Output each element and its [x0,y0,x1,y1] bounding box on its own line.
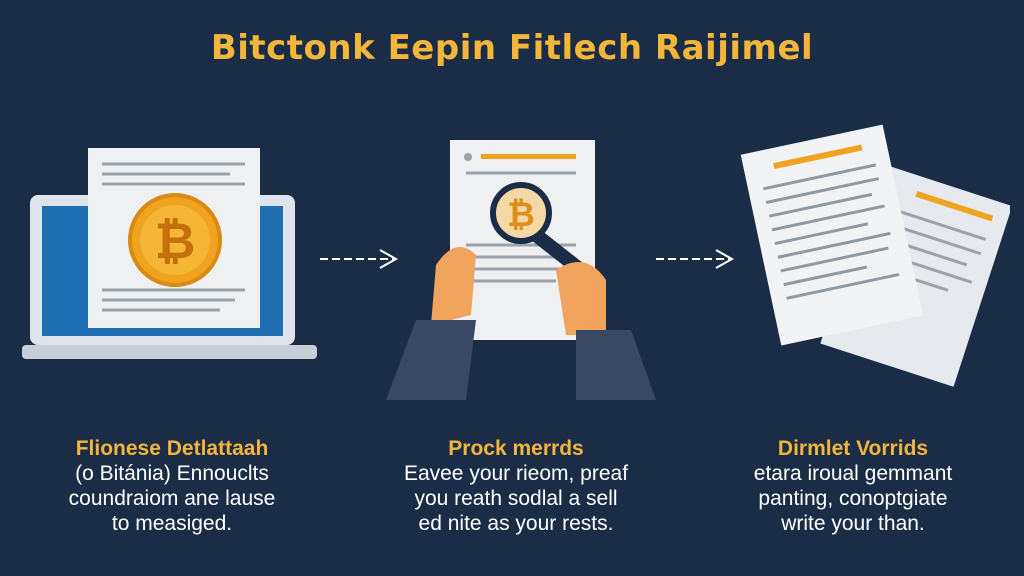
magnifier-document-icon: ₿ [386,140,656,400]
step-3-heading: Dirmlet Vorrids [777,437,929,460]
svg-text:₿: ₿ [155,212,196,270]
step-2-line: you reath sodlal a sell [414,487,618,510]
laptop-bitcoin-document-icon: ₿ [22,148,317,359]
arrow-icon [656,249,735,269]
step-2-line: Eavee your rieom, preaf [403,462,629,485]
step-3-line: etara iroual gemmant [753,462,953,485]
step-1-caption: Flionese Detlattaah (o Bitánia) Ennouclt… [22,436,322,536]
step-1-line: coundraiom ane lause [68,487,276,510]
step-3-line: panting, conoptgiate [758,487,948,510]
step-3-caption: Dirmlet Vorrids etara iroual gemmant pan… [703,436,1003,536]
page-title: Bitctonk Eepin Fitlech Raijimel [210,28,814,68]
step-1-heading: Flionese Detlattaah [75,437,269,460]
step-3-line: write your than. [781,512,925,535]
step-1-line: (o Bitánia) Ennouclts [75,462,269,485]
svg-text:₿: ₿ [507,195,535,235]
step-2-line: ed nite as your rests. [418,512,614,535]
arrow-icon [320,249,399,269]
step-1-line: to measiged. [111,512,233,535]
step-2-caption: Prock merrds Eavee your rieom, preaf you… [366,436,666,536]
documents-stack-icon [740,124,1010,387]
step-2-heading: Prock merrds [448,437,584,460]
